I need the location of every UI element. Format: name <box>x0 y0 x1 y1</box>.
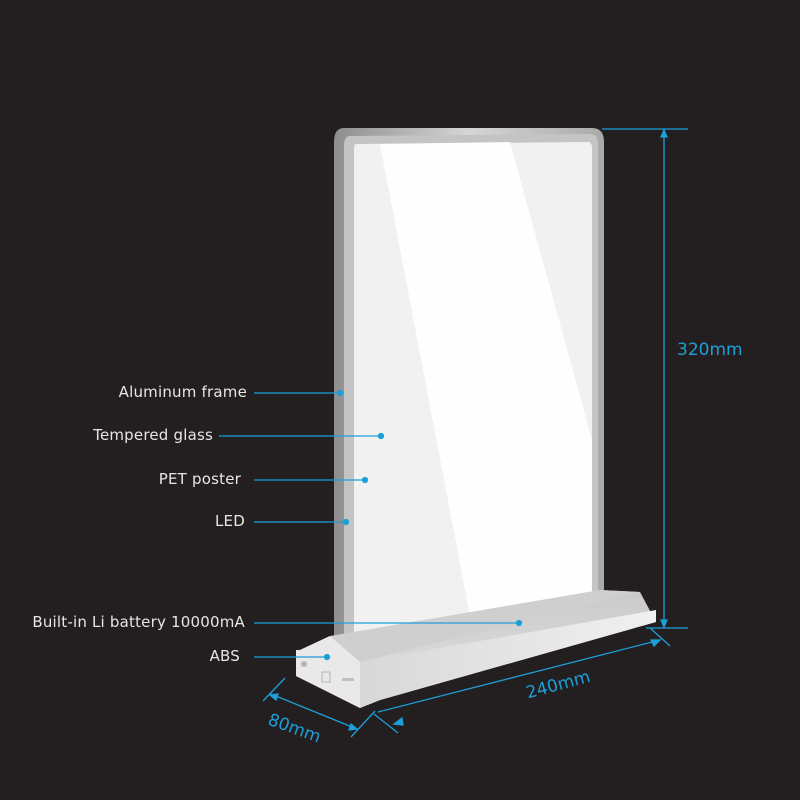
label-battery: Built-in Li battery 10000mA <box>32 613 245 631</box>
label-tempered-glass: Tempered glass <box>93 426 213 444</box>
light-panel <box>354 142 592 636</box>
power-icon <box>301 661 307 667</box>
width-dimension-line <box>373 627 671 734</box>
usb-port-icon <box>321 671 331 683</box>
label-abs: ABS <box>209 647 240 665</box>
height-dimension-label: 320mm <box>677 340 743 360</box>
label-pet-poster: PET poster <box>158 470 241 488</box>
label-led: LED <box>215 512 245 530</box>
depth-dimension-line <box>262 677 376 738</box>
indicator-icon <box>342 678 354 681</box>
abs-base <box>296 590 656 708</box>
label-aluminum-frame: Aluminum frame <box>118 383 247 401</box>
height-dimension-line <box>602 128 688 629</box>
callout-lines <box>219 389 523 661</box>
